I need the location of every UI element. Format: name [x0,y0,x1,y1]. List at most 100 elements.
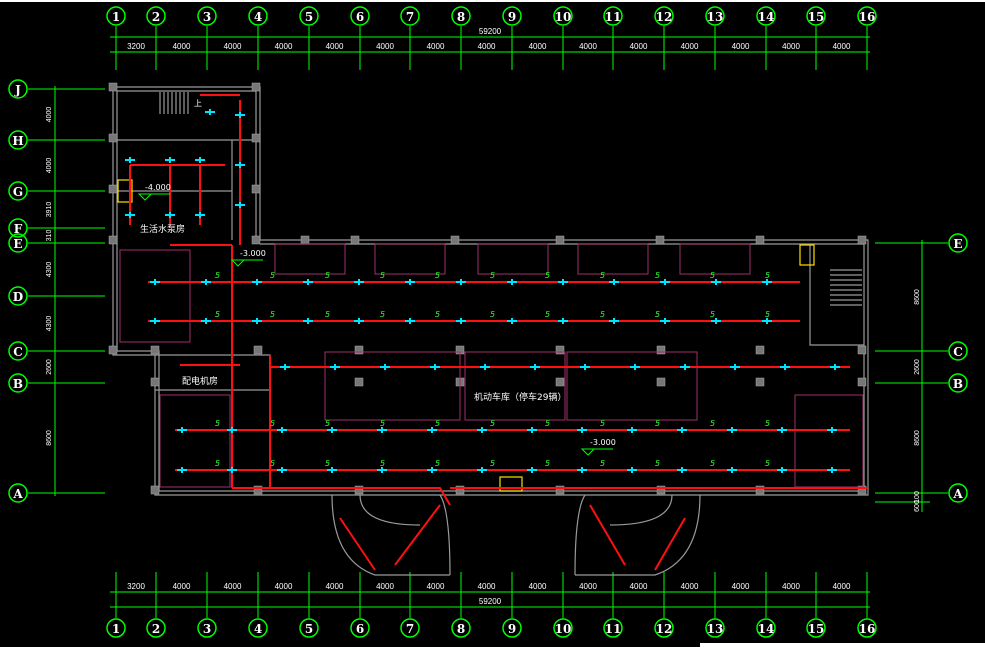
pipe-size-label: 5 [765,271,770,280]
structural-column [253,345,263,355]
sprinkler-head-icon [227,427,237,433]
dimension-bottom: 4000 [376,582,394,591]
structural-column [108,184,118,194]
axis-bubble-7 [400,6,420,26]
pipe-size-label: 5 [765,459,770,468]
elevation-pump-room: -4.000 [145,183,171,192]
axis-bubble-5 [299,6,319,26]
pipe-size-label: 5 [325,310,330,319]
dimension-bottom: 4000 [833,582,851,591]
axis-bubble-9 [502,618,522,638]
axis-label-15: 15 [808,622,825,636]
axis-label-13: 13 [707,10,724,24]
structural-column [555,235,565,245]
dimension-top: 4000 [173,42,191,51]
structural-column [253,485,263,495]
sprinkler-head-icon [330,364,340,370]
structural-column [108,345,118,355]
room-label-pump-room: 生活水泵房 [140,223,185,235]
valve-box-icon [499,476,523,492]
pipe-size-label: 5 [215,419,220,428]
sprinkler-head-icon [627,467,637,473]
pipe-size-label: 5 [435,310,440,319]
axis-label-G: G [13,185,23,199]
axis-layer: 1122334455667788991010111112121313141415… [8,6,968,638]
sprinkler-head-icon [125,157,135,163]
wall-layer [108,82,869,576]
pipe-size-label: 5 [655,271,660,280]
sprinkler-head-icon [609,318,619,324]
axis-bubble-13 [705,6,725,26]
pipe-size-label: 5 [270,310,275,319]
axis-bubble-10 [553,6,573,26]
axis-label-7: 7 [406,622,414,636]
axis-label-2: 2 [152,622,160,636]
pipe-size-label: 5 [545,419,550,428]
sprinkler-head-icon [660,318,670,324]
axis-label-4: 4 [254,622,262,636]
dimension-bottom: 4000 [732,582,750,591]
dimension-top: 4000 [275,42,293,51]
structural-column [755,235,765,245]
pipe-size-label: 5 [655,310,660,319]
wall [113,86,261,240]
axis-bubble-H [8,130,28,150]
sprinkler-head-icon [580,364,590,370]
structural-column [354,377,364,387]
pipe-size-label: 5 [435,419,440,428]
pipe-size-label: 5 [215,310,220,319]
wall [331,494,450,576]
structural-column [108,133,118,143]
overall-dimension-top: 59200 [479,27,502,36]
axis-bubble-2 [146,6,166,26]
window-top-edge [0,0,985,2]
axis-label-12: 12 [656,622,673,636]
dimension-left: 3910 [46,202,53,218]
sprinkler-head-icon [205,109,215,115]
sprinkler-head-icon [660,279,670,285]
axis-bubble-8 [451,6,471,26]
sprinkler-head-icon [150,279,160,285]
pipe-size-label: 5 [765,419,770,428]
structural-column [251,235,261,245]
pipe-size-label: 5 [325,271,330,280]
axis-label-8: 8 [457,622,465,636]
elevation-marker-icon [580,448,613,456]
axis-label-F: F [14,222,23,236]
structural-column [455,485,465,495]
axis-bubble-A [8,483,28,503]
pipe-size-label: 5 [655,459,660,468]
sprinkler-head-icon [630,364,640,370]
dimension-top: 4000 [478,42,496,51]
sprinkler-head-icon [577,427,587,433]
sprinkler-head-icon [303,318,313,324]
axis-bubble-6 [350,618,370,638]
axis-bubble-11 [603,6,623,26]
axis-bubble-1 [106,618,126,638]
sprinkler-head-icon [711,279,721,285]
axis-label-12: 12 [656,10,673,24]
dimension-top: 4000 [326,42,344,51]
window-bottom-edge [700,643,985,647]
dimension-top: 4000 [630,42,648,51]
axis-label-10: 10 [555,10,572,24]
dimension-top: 4000 [681,42,699,51]
axis-label-8: 8 [457,10,465,24]
sprinkler-head-icon [527,467,537,473]
sprinkler-head-icon [730,364,740,370]
structural-column [656,377,666,387]
axis-label-E: E [13,237,22,251]
dimension-bottom: 4000 [326,582,344,591]
pipe-size-label: 5 [490,419,495,428]
sprinkler-head-icon [456,279,466,285]
elevation-marker-icon [230,259,263,267]
axis-bubble-13 [705,618,725,638]
overall-dimension-bottom: 59200 [479,597,502,606]
sprinkler-head-icon [827,467,837,473]
parking-bay [464,351,566,421]
axis-label-16: 16 [859,622,876,636]
dimension-right: 2600 [914,359,921,375]
pipe-size-label: 5 [655,419,660,428]
